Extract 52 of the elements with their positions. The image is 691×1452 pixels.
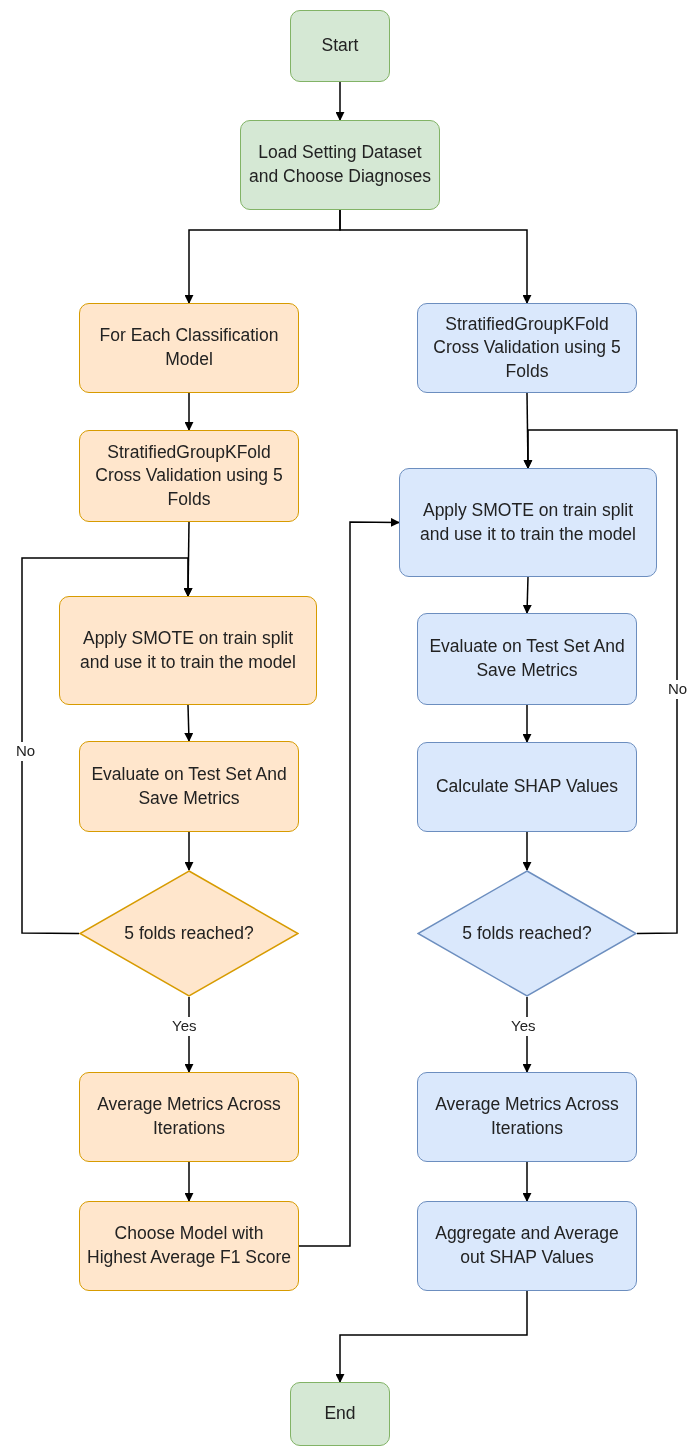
decision-diamond bbox=[79, 870, 299, 997]
process-box bbox=[417, 1201, 637, 1291]
process-box bbox=[240, 120, 440, 210]
node-text: Calculate SHAP Values bbox=[434, 775, 620, 799]
arrow bbox=[335, 1290, 528, 1383]
terminal-box bbox=[290, 10, 390, 82]
node-text: 5 folds reached? bbox=[123, 921, 255, 945]
node-text: Evaluate on Test Set And Save Metrics bbox=[428, 635, 626, 682]
node-text: Start bbox=[320, 34, 360, 58]
process-box bbox=[417, 303, 637, 393]
process-box bbox=[79, 741, 299, 832]
edge-label: No bbox=[666, 680, 690, 699]
process-box bbox=[59, 596, 317, 705]
node-text: Load Setting Dataset and Choose Diagnoses bbox=[248, 141, 432, 188]
node-text: Apply SMOTE on train split and use it to train the model bbox=[79, 626, 297, 674]
process-box bbox=[79, 1072, 299, 1162]
arrow bbox=[184, 704, 194, 742]
arrow bbox=[335, 81, 345, 121]
node-text: Aggregate and Average out SHAP Values bbox=[434, 1222, 620, 1269]
arrow bbox=[522, 576, 532, 614]
edge-label: No bbox=[14, 742, 38, 761]
node-text: StratifiedGroupKFold Cross Validation using 5 Folds bbox=[432, 312, 622, 383]
arrow bbox=[298, 517, 400, 1247]
arrow bbox=[184, 392, 194, 431]
node-text: Apply SMOTE on train split and use it to train the model bbox=[419, 498, 637, 546]
node-text: 5 folds reached? bbox=[461, 921, 593, 945]
edge-label: Yes bbox=[509, 1017, 538, 1036]
arrow bbox=[522, 1161, 532, 1202]
terminal-box bbox=[290, 1382, 390, 1446]
arrow bbox=[21, 557, 193, 935]
arrow bbox=[339, 209, 532, 304]
edge-label: Yes bbox=[170, 1017, 199, 1036]
process-box bbox=[79, 303, 299, 393]
decision-diamond bbox=[417, 870, 637, 997]
node-text: Evaluate on Test Set And Save Metrics bbox=[90, 762, 288, 810]
node-text: Average Metrics Across Iterations bbox=[96, 1093, 282, 1140]
process-box bbox=[79, 1201, 299, 1291]
process-box bbox=[417, 742, 637, 832]
arrow bbox=[184, 1161, 194, 1202]
node-text: Average Metrics Across Iterations bbox=[434, 1093, 620, 1140]
process-box bbox=[79, 430, 299, 522]
arrow bbox=[522, 831, 532, 871]
node-text: Choose Model with Highest Average F1 Score bbox=[86, 1222, 292, 1269]
node-text: End bbox=[323, 1402, 357, 1426]
arrow bbox=[522, 704, 532, 743]
process-box bbox=[399, 468, 657, 577]
arrow bbox=[523, 429, 678, 935]
process-box bbox=[417, 1072, 637, 1162]
process-box bbox=[417, 613, 637, 705]
arrow bbox=[184, 831, 194, 871]
node-text: StratifiedGroupKFold Cross Validation using 5 Folds bbox=[94, 440, 284, 511]
node-text: For Each Classification Model bbox=[98, 324, 280, 371]
